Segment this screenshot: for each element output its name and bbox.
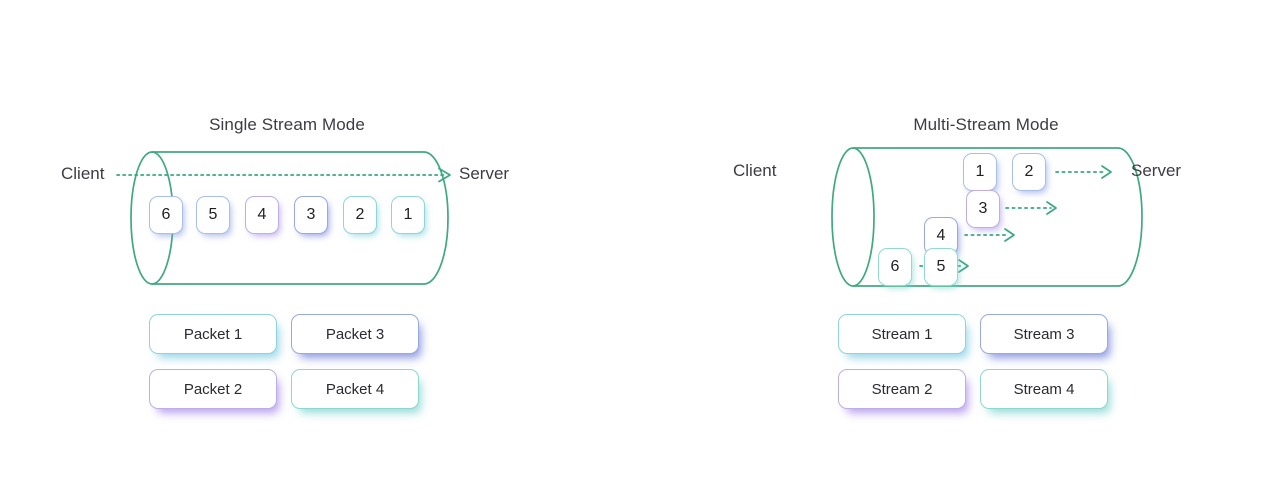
legend-packet-4[interactable]: Packet 4 [291,369,419,409]
packet-chip-1[interactable]: 1 [391,196,425,234]
stream-chip-3[interactable]: 3 [966,190,1000,228]
packet-chip-5[interactable]: 5 [196,196,230,234]
client-label-multi-stream: Client [733,161,777,180]
packet-chip-4[interactable]: 4 [245,196,279,234]
panel-title-single-stream: Single Stream Mode [209,115,365,134]
legend-stream-1[interactable]: Stream 1 [838,314,966,354]
legend-packet-1[interactable]: Packet 1 [149,314,277,354]
client-label-single-stream: Client [61,164,105,183]
server-label-multi-stream: Server [1131,161,1182,180]
panel-title-multi-stream: Multi-Stream Mode [913,115,1059,134]
packet-chip-6[interactable]: 6 [149,196,183,234]
legend-packet-3[interactable]: Packet 3 [291,314,419,354]
flow-arrow-single-stream [116,167,451,183]
legend-stream-4[interactable]: Stream 4 [980,369,1108,409]
legend-packet-2[interactable]: Packet 2 [149,369,277,409]
legend-stream-3[interactable]: Stream 3 [980,314,1108,354]
cylinder-single-stream [130,151,449,285]
packet-chip-3[interactable]: 3 [294,196,328,234]
packet-chip-2[interactable]: 2 [343,196,377,234]
panel-multi-stream: Multi-Stream Mode Client Server [625,0,1265,486]
stream-chip-5[interactable]: 5 [924,248,958,286]
server-label-single-stream: Server [459,164,510,183]
stream-chip-2[interactable]: 2 [1012,153,1046,191]
stream-chip-1[interactable]: 1 [963,153,997,191]
panel-single-stream: Single Stream Mode Client Server 6 5 4 3… [61,115,510,409]
stream-chip-6[interactable]: 6 [878,248,912,286]
legend-stream-2[interactable]: Stream 2 [838,369,966,409]
